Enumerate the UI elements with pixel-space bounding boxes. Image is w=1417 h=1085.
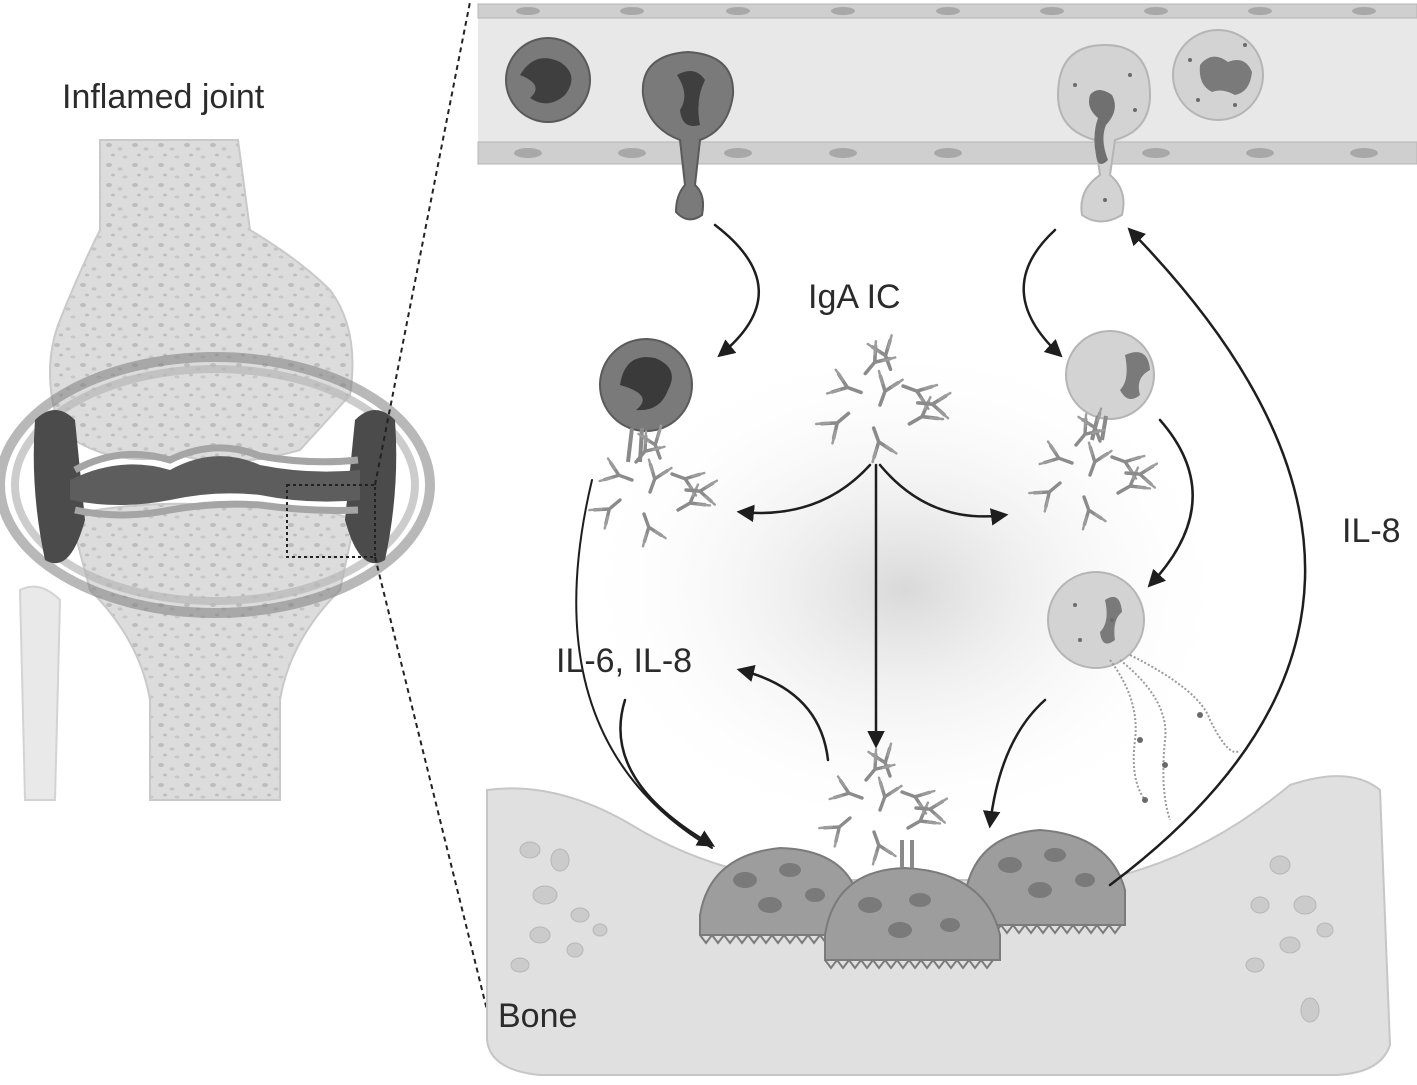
joint-title: Inflamed joint	[62, 78, 265, 116]
endothelium-top	[477, 3, 1417, 19]
osteoclast-right	[964, 828, 1126, 935]
fibula	[18, 585, 62, 801]
iga-ic-label: IgA IC	[808, 278, 901, 316]
synovium-right	[345, 410, 397, 564]
blood-vessel	[477, 3, 1417, 165]
cartilage-upper	[73, 444, 359, 474]
callout-line-top	[374, 1, 471, 486]
monocyte-circulating	[505, 37, 591, 123]
arrow-ic-to-neutrophil	[878, 463, 1009, 526]
il8-label: IL-8	[1342, 512, 1401, 550]
arrow-neutrophil-activation	[1147, 418, 1194, 588]
callout-line-bottom	[374, 556, 488, 1011]
bone-label: Bone	[498, 997, 577, 1035]
arrow-monocyte-extravasation	[713, 223, 760, 358]
arrow-neutrophil-extravasation	[1022, 228, 1063, 358]
zoom-panel	[477, 3, 1417, 1076]
arrow-il8-recruitment	[1108, 227, 1307, 887]
femur	[49, 139, 354, 463]
osteoclast-center	[819, 744, 1001, 970]
joint-capsule	[0, 352, 435, 618]
il6-il8-label: IL-6, IL-8	[556, 642, 692, 680]
arrow-il6-il8-release	[736, 664, 830, 762]
arrow-monocyte-to-osteoclast	[575, 479, 713, 849]
neutrophil-circulating	[1172, 29, 1264, 121]
neutrophil-transmigrating	[1056, 43, 1152, 223]
tibia	[68, 502, 357, 801]
arrows	[575, 223, 1307, 887]
synovium-left	[33, 410, 85, 564]
monocyte-transmigrating	[641, 50, 735, 221]
arrow-nets-to-osteoclast	[982, 698, 1047, 829]
knee-joint-illustration	[0, 1, 488, 1011]
cartilage-lower	[74, 500, 359, 519]
endothelium-bottom	[477, 141, 1417, 165]
arrow-cytokines-to-osteoclast	[619, 698, 716, 847]
monocyte-tissue	[589, 338, 717, 546]
netosing-neutrophil	[1047, 571, 1241, 821]
neutrophil-tissue	[1029, 330, 1157, 529]
osteoclast-left	[699, 846, 861, 945]
zoom-region-box	[286, 484, 376, 558]
arrow-ic-to-monocyte	[736, 463, 872, 523]
